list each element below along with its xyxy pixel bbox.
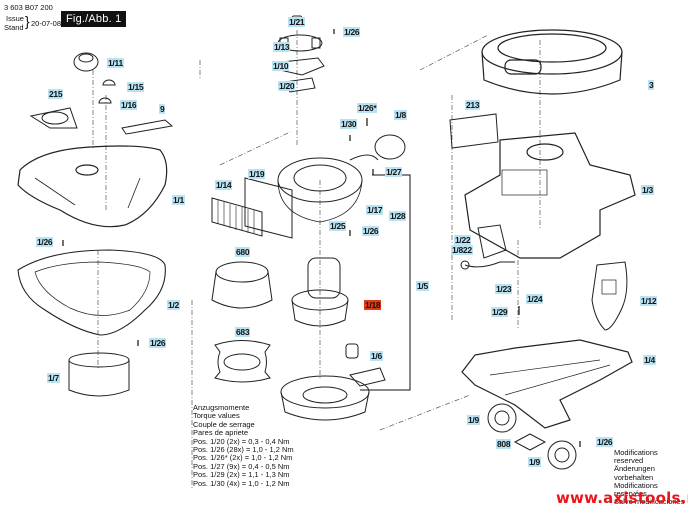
part-label-683[interactable]: 683: [235, 327, 251, 337]
part-label-1-16[interactable]: 1/16: [120, 100, 138, 110]
modifications-notice: Modifications reserved Änderungen vorbeh…: [614, 448, 685, 507]
figure-title: Fig./Abb. 1: [61, 11, 127, 27]
part-label-1-28[interactable]: 1/28: [389, 211, 407, 221]
part-label-1-26[interactable]: 1/26: [362, 226, 380, 236]
part-label-1-23[interactable]: 1/23: [495, 284, 513, 294]
part-label-1-26[interactable]: 1/26: [36, 237, 54, 247]
filter-drawing: [211, 177, 293, 239]
torque-values-table: Anzugsmomente Torque values Couple de se…: [193, 403, 294, 488]
part-label-1-24[interactable]: 1/24: [526, 294, 544, 304]
motor-drawing: [291, 257, 349, 327]
part-label-1-9[interactable]: 1/9: [467, 415, 480, 425]
part-label-1-26[interactable]: 1/26: [149, 338, 167, 348]
container-drawing: [464, 132, 636, 259]
part-label-215[interactable]: 215: [48, 89, 64, 99]
part-label-1-26-star[interactable]: 1/26*: [357, 103, 378, 113]
part-label-1-11[interactable]: 1/11: [107, 58, 124, 68]
part-label-1-20[interactable]: 1/20: [278, 81, 296, 91]
part-label-1-4[interactable]: 1/4: [643, 355, 656, 365]
part-label-1-19[interactable]: 1/19: [248, 169, 266, 179]
filter-cap-drawing: [211, 261, 273, 309]
motor-base-drawing: [280, 367, 386, 421]
part-label-1-26[interactable]: 1/26: [343, 27, 361, 37]
part-label-1-5[interactable]: 1/5: [416, 281, 429, 291]
bracket-glyph: }: [25, 13, 30, 29]
part-label-1-2[interactable]: 1/2: [167, 300, 180, 310]
issue-date: 20-07-08: [31, 19, 62, 28]
part-label-1-12[interactable]: 1/12: [640, 296, 658, 306]
part-label-1-1[interactable]: 1/1: [172, 195, 185, 205]
torque-row: Pos. 1/30 (4x) = 1,0 - 1,2 Nm: [193, 478, 290, 488]
top-cover-drawing: [17, 145, 168, 228]
part-label-1-22[interactable]: 1/22: [454, 235, 472, 245]
part-label-9[interactable]: 9: [159, 104, 166, 114]
container-lid-drawing: [481, 29, 623, 95]
bottom-frame-drawing: [17, 249, 166, 336]
part-label-680[interactable]: 680: [235, 247, 251, 257]
part-label-1-26[interactable]: 1/26: [596, 437, 614, 447]
torque-heading-fr: Couple de serrage: [193, 419, 255, 429]
issue-label: Issue: [6, 14, 24, 23]
torque-row: Pos. 1/27 (9x) = 0,4 - 0,5 Nm: [193, 461, 290, 471]
part-label-1-30[interactable]: 1/30: [340, 119, 358, 129]
part-label-1-15[interactable]: 1/15: [127, 82, 145, 92]
accessory-holder-drawing: [591, 261, 628, 331]
small-filter-drawing: [345, 343, 359, 359]
chassis-drawing: [461, 339, 633, 429]
part-label-1-17[interactable]: 1/17: [366, 205, 384, 215]
part-label-1-9[interactable]: 1/9: [528, 457, 541, 467]
torque-row: Pos. 1/29 (2x) = 1,1 - 1,3 Nm: [193, 470, 290, 480]
fan-housing-drawing: [277, 134, 406, 223]
screw-drawings: [62, 29, 581, 447]
top-cover-parts-drawing: [29, 52, 174, 135]
seal-drawing: [214, 340, 271, 383]
part-label-1-27[interactable]: 1/27: [385, 167, 403, 177]
website-link[interactable]: www.axistools.ru: [556, 489, 688, 507]
part-label-213[interactable]: 213: [465, 100, 481, 110]
wheel-drawing: [487, 403, 577, 470]
torque-heading-es: Pares de apriete: [193, 428, 249, 438]
part-label-808[interactable]: 808: [496, 439, 512, 449]
cable-drawing: [460, 224, 515, 270]
torque-row: Pos. 1/20 (2x) = 0,3 - 0,4 Nm: [193, 436, 290, 446]
torque-heading-de: Anzugsmomente: [193, 403, 250, 412]
stand-label: Stand: [4, 23, 24, 32]
part-label-1-25[interactable]: 1/25: [329, 221, 347, 231]
part-label-1-6[interactable]: 1/6: [370, 351, 383, 361]
document-number: 3 603 B07 200: [4, 3, 53, 12]
torque-heading-en: Torque values: [193, 411, 240, 421]
part-label-1-822[interactable]: 1/822: [451, 245, 473, 255]
part-label-1-14[interactable]: 1/14: [215, 180, 233, 190]
part-label-3[interactable]: 3: [648, 80, 655, 90]
ring-drawing: [68, 352, 130, 397]
torque-row: Pos. 1/26* (2x) = 1,0 - 1,2 Nm: [193, 453, 293, 463]
torque-row: Pos. 1/26 (28x) = 1,0 - 1,2 Nm: [193, 445, 294, 455]
part-label-1-10[interactable]: 1/10: [272, 61, 290, 71]
sticker-drawing: [449, 113, 499, 149]
part-label-1-13[interactable]: 1/13: [273, 42, 291, 52]
part-label-1-29[interactable]: 1/29: [491, 307, 509, 317]
part-label-1-3[interactable]: 1/3: [641, 185, 654, 195]
part-label-1-21[interactable]: 1/21: [288, 17, 306, 27]
part-label-1-18-highlighted[interactable]: 1/18: [364, 300, 382, 310]
part-label-1-7[interactable]: 1/7: [47, 373, 60, 383]
part-label-1-8[interactable]: 1/8: [394, 110, 407, 120]
washer-drawing: [513, 433, 547, 451]
